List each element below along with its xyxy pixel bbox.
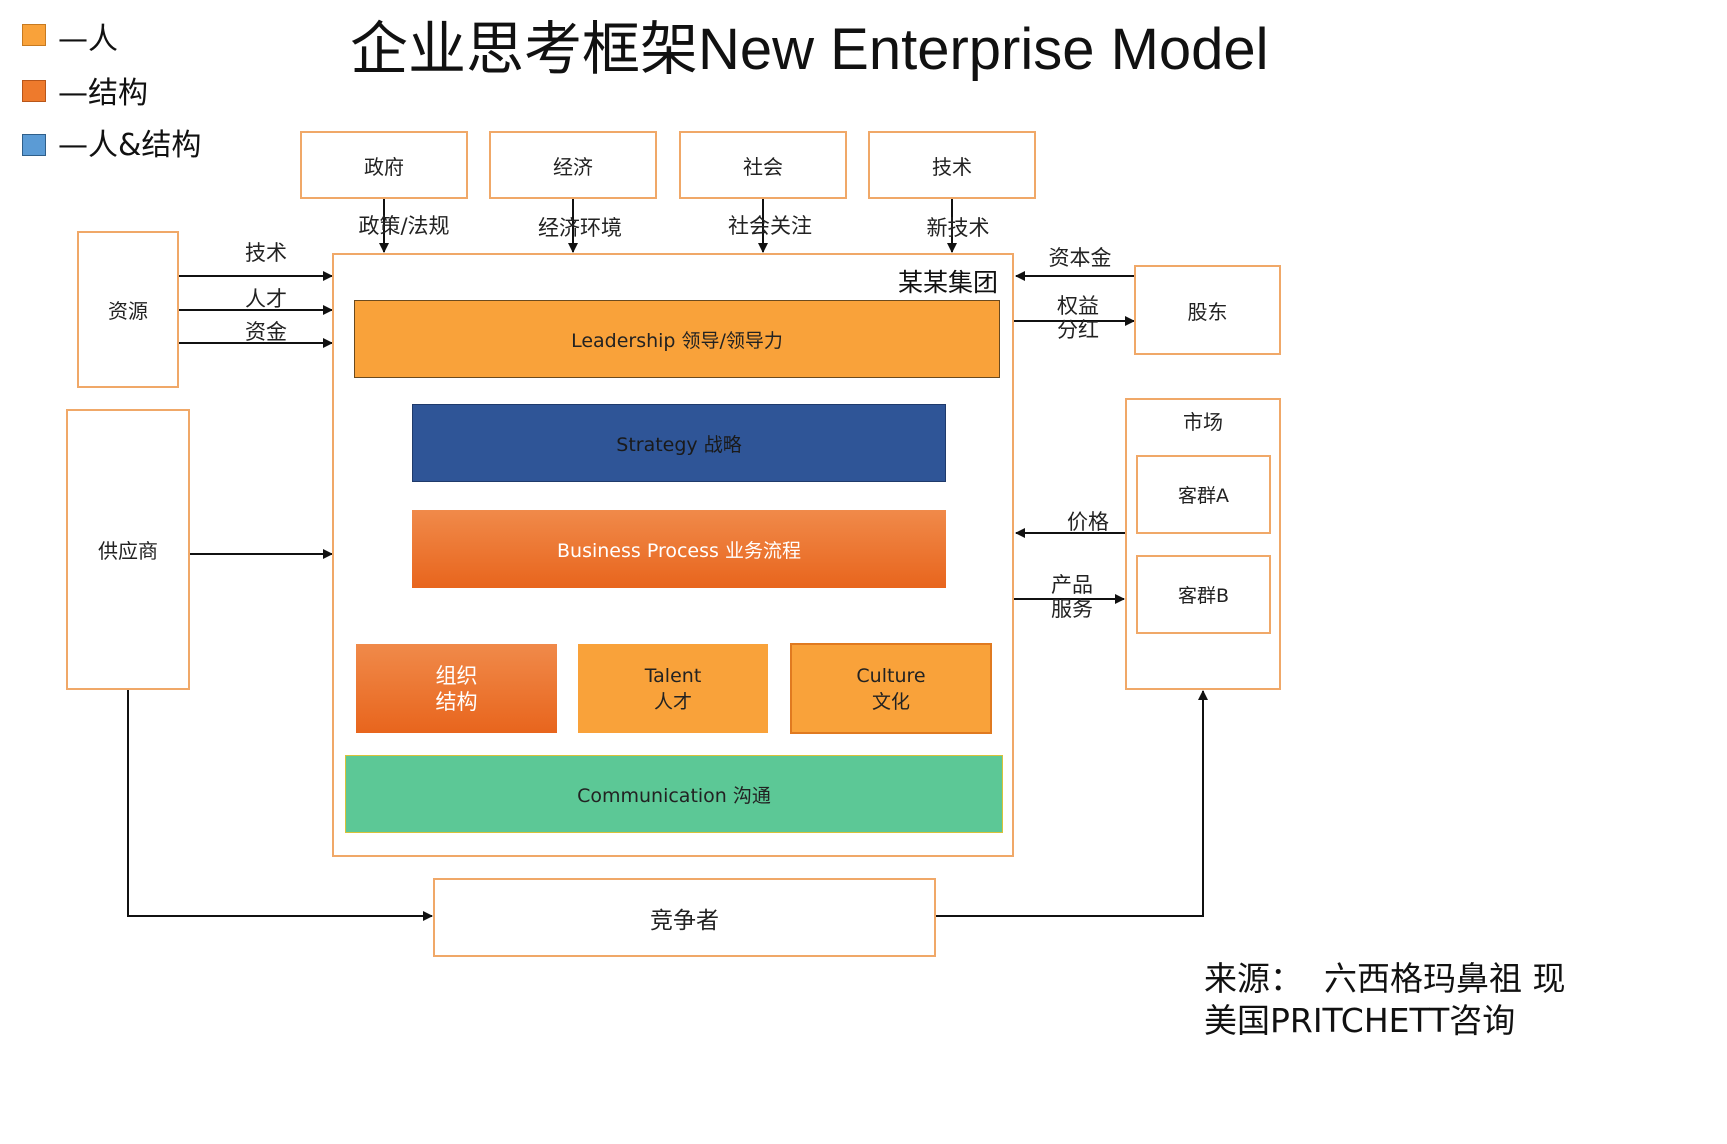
env-box-society: 社会 [679, 131, 847, 199]
shareholders-box: 股东 [1134, 265, 1281, 355]
page-title: 企业思考框架New Enterprise Model [350, 17, 1269, 82]
env-box-government: 政府 [300, 131, 468, 199]
returns-label: 权益 分红 [1057, 294, 1099, 342]
market-title: 市场 [1183, 410, 1223, 434]
company-name: 某某集团 [897, 268, 998, 297]
leadership-band: Leadership 领导/领导力 [354, 300, 1000, 378]
flow-talent: 人才 [245, 287, 287, 311]
flow-tech: 技术 [245, 241, 287, 265]
customer-group-b: 客群B [1136, 555, 1271, 634]
legend-swatch-people [22, 24, 46, 46]
legend-label-structure: —结构 [58, 76, 148, 111]
source-line-1: 来源： 六西格玛鼻祖 现 [1204, 959, 1566, 998]
resources-box: 资源 [77, 231, 179, 388]
culture-box: Culture 文化 [790, 643, 992, 734]
price-label: 价格 [1067, 510, 1109, 534]
flow-capital: 资金 [245, 320, 287, 344]
legend-swatch-structure [22, 80, 46, 102]
business-process-band: Business Process 业务流程 [412, 510, 946, 588]
products-label: 产品 服务 [1051, 573, 1093, 621]
competitor-box: 竞争者 [433, 878, 936, 957]
env-box-technology: 技术 [868, 131, 1036, 199]
strategy-band: Strategy 战略 [412, 404, 946, 482]
legend-swatch-people-structure [22, 134, 46, 156]
supplier-box: 供应商 [66, 409, 190, 690]
talent-box: Talent 人才 [578, 644, 768, 733]
influence-society: 社会关注 [728, 214, 812, 238]
legend-label-people: —人 [58, 22, 118, 57]
influence-policy: 政策/法规 [358, 214, 450, 238]
env-box-economy: 经济 [489, 131, 657, 199]
communication-band: Communication 沟通 [345, 755, 1003, 833]
capital-label: 资本金 [1048, 246, 1112, 270]
customer-group-a: 客群A [1136, 455, 1271, 534]
market-box: 市场 客群A 客群B [1125, 398, 1281, 690]
legend-label-people-structure: —人&结构 [58, 128, 202, 163]
org-structure-box: 组织 结构 [356, 644, 557, 733]
influence-tech: 新技术 [926, 216, 990, 240]
source-line-2: 美国PRITCHETT咨询 [1204, 1001, 1516, 1040]
influence-economy: 经济环境 [538, 216, 622, 240]
